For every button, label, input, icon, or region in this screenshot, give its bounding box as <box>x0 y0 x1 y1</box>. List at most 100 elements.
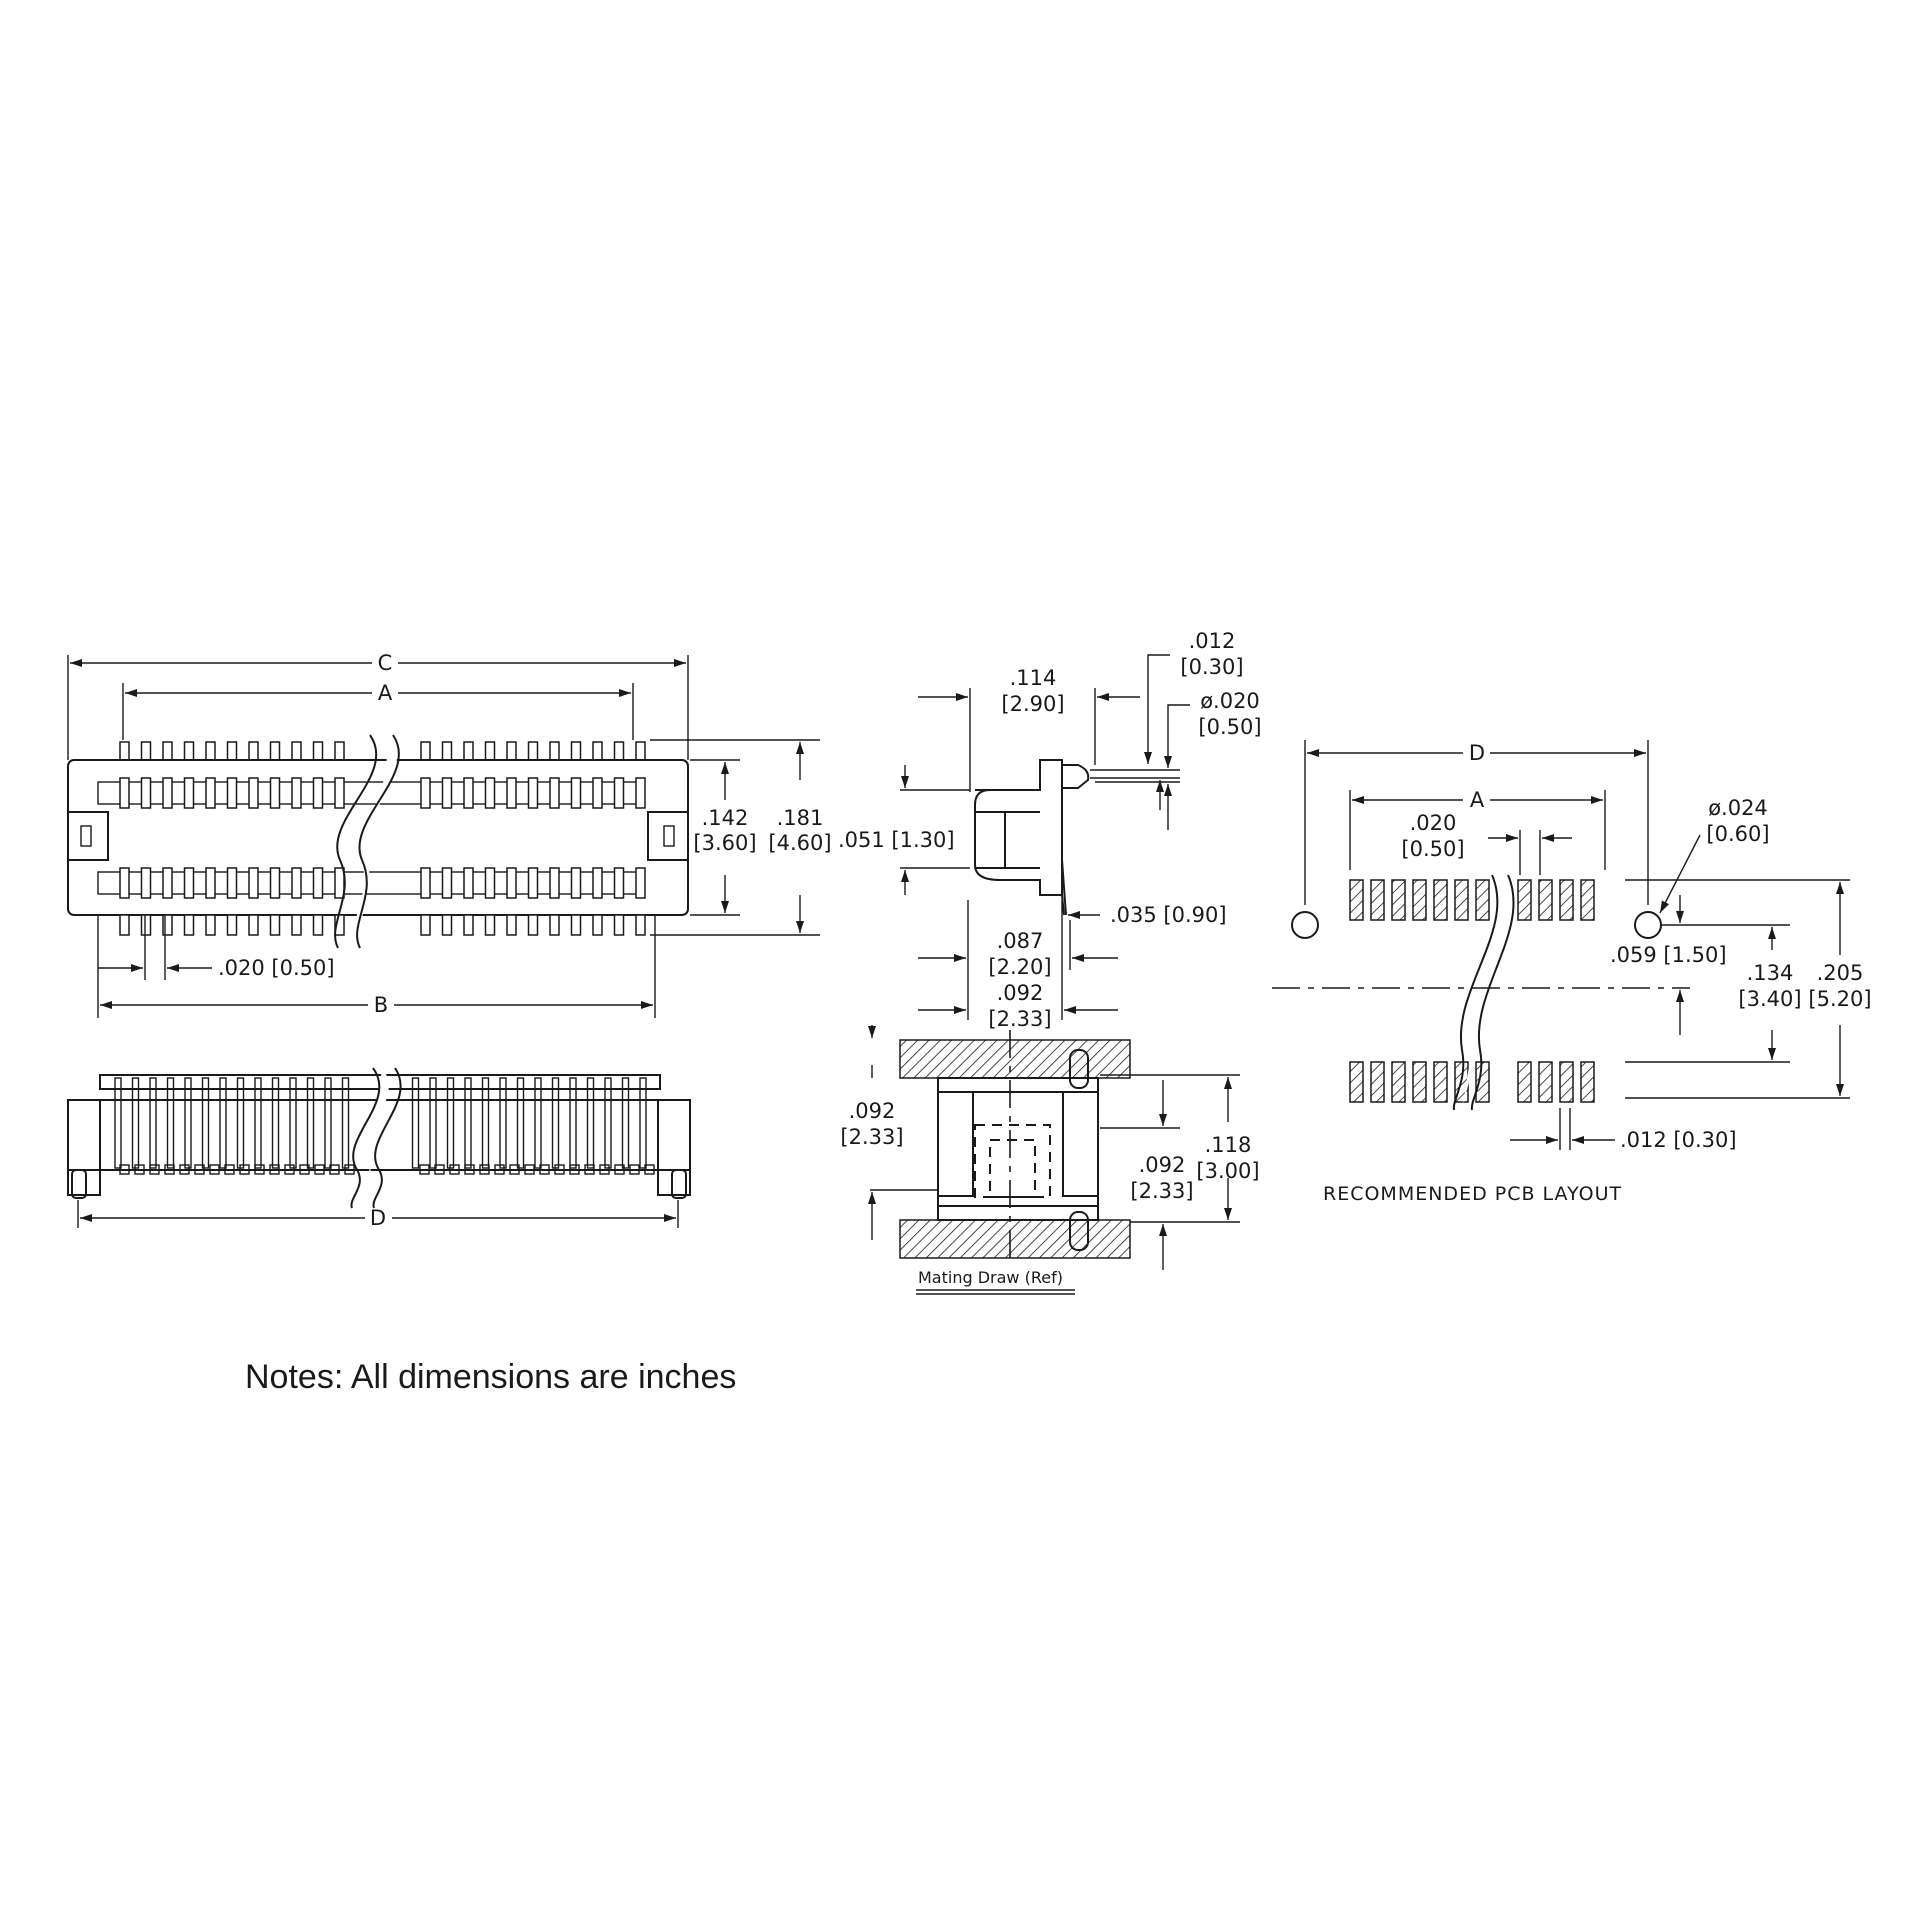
pcb-pad-top <box>1538 879 1553 921</box>
svg-text:B: B <box>374 993 388 1017</box>
side-foot <box>134 1164 145 1175</box>
side-break-line-left <box>350 1067 381 1209</box>
svg-text:[2.33]: [2.33] <box>840 1125 903 1149</box>
pin-outer-top <box>549 741 560 761</box>
dim-035: .035 [0.90] <box>1110 903 1227 927</box>
pcb-pad-top <box>1454 879 1469 921</box>
svg-text:.059 [1.50]: .059 [1.50] <box>1610 943 1727 967</box>
pin-inner-top <box>269 777 281 809</box>
pin-outer-bottom <box>592 914 603 936</box>
pin-outer-top <box>226 741 238 761</box>
pin-inner-bottom <box>613 867 625 899</box>
pin-inner-bottom <box>291 867 302 899</box>
side-foot <box>419 1164 430 1175</box>
side-foot <box>254 1164 265 1175</box>
dim-020-pcb: .020 [0.50] <box>1401 811 1464 861</box>
side-right-peg <box>671 1169 687 1199</box>
notes-text: Notes: All dimensions are inches <box>245 1358 736 1396</box>
side-pin <box>464 1077 472 1169</box>
dim-059: .059 [1.50] <box>1610 943 1727 967</box>
pcb-pad-top <box>1391 879 1406 921</box>
pin-inner-bottom <box>248 867 259 899</box>
lower-peg <box>1069 1211 1089 1251</box>
side-pin <box>446 1077 455 1169</box>
dim-092-section: .092 [2.33] <box>988 981 1051 1031</box>
pcb-pad-top <box>1580 879 1595 921</box>
side-foot <box>584 1164 595 1175</box>
pin-outer-bottom <box>269 914 281 936</box>
dim-c-label: C <box>378 651 393 675</box>
side-foot <box>224 1164 235 1175</box>
pin-inner-bottom <box>269 867 281 899</box>
dim-012-contact: .012 [0.30] <box>1180 629 1243 679</box>
mated-housing <box>937 1091 1099 1207</box>
dim-d-side: D <box>80 1206 676 1230</box>
pcb-pad-bottom <box>1559 1061 1574 1103</box>
side-foot <box>599 1164 610 1175</box>
pin-inner-top <box>205 777 216 809</box>
pcb-break-line-right <box>1470 874 1515 1111</box>
dim-051: .051 [1.30] <box>838 828 955 852</box>
pin-inner-bottom <box>441 867 453 899</box>
upper-board <box>899 1039 1131 1079</box>
pin-inner-bottom <box>635 867 646 899</box>
side-pin <box>499 1077 507 1169</box>
svg-text:[3.60]: [3.60] <box>693 831 756 855</box>
svg-text:[5.20]: [5.20] <box>1808 987 1871 1011</box>
svg-text:.092: .092 <box>1139 1153 1186 1177</box>
pcb-pad-bottom <box>1538 1061 1553 1103</box>
pcb-pads-bottom-row <box>1349 1061 1595 1103</box>
dim-092-mated: .092 [2.33] <box>1130 1153 1193 1203</box>
dim-012-pcb: .012 [0.30] <box>1620 1128 1737 1152</box>
left-latch <box>67 811 109 861</box>
pcb-locating-hole-left <box>1291 911 1319 939</box>
side-pin <box>289 1077 297 1169</box>
side-foot <box>284 1164 295 1175</box>
pin-inner-top <box>463 777 474 809</box>
left-latch-slot <box>80 825 92 847</box>
pin-inner-bottom <box>527 867 539 899</box>
side-pin <box>201 1077 210 1169</box>
side-pin <box>534 1077 542 1169</box>
side-pin <box>149 1077 157 1169</box>
pcb-pad-bottom <box>1412 1061 1427 1103</box>
side-foot <box>314 1164 325 1175</box>
pcb-pad-top <box>1433 879 1448 921</box>
side-pin <box>411 1077 420 1169</box>
svg-text:[3.00]: [3.00] <box>1196 1159 1259 1183</box>
side-pin <box>254 1077 262 1169</box>
svg-text:A: A <box>1470 788 1485 812</box>
pin-inner-top <box>140 777 152 809</box>
side-foot <box>194 1164 205 1175</box>
dim-142: .142 [3.60] <box>693 806 756 855</box>
pcb-pad-bottom <box>1370 1061 1385 1103</box>
side-foot <box>329 1164 340 1175</box>
svg-text:D: D <box>370 1206 386 1230</box>
top-row-outer-pins <box>119 741 646 761</box>
svg-text:.205: .205 <box>1817 961 1864 985</box>
dim-c: C <box>70 651 686 675</box>
side-foot <box>164 1164 175 1175</box>
top-row-inner-pins <box>119 777 646 809</box>
pin-outer-top <box>613 741 625 761</box>
pin-inner-top <box>592 777 603 809</box>
svg-text:.181: .181 <box>777 806 824 830</box>
dim-a-pcb: A <box>1352 788 1603 812</box>
pin-inner-top <box>162 777 173 809</box>
side-foot <box>344 1164 355 1175</box>
dim-phi024: ø.024 [0.60] <box>1706 796 1769 846</box>
side-pin <box>131 1077 140 1169</box>
pcb-pad-top <box>1349 879 1364 921</box>
pin-inner-bottom <box>205 867 216 899</box>
pin-outer-bottom <box>549 914 560 936</box>
pin-outer-bottom <box>613 914 625 936</box>
pin-outer-bottom <box>119 914 130 936</box>
pin-outer-top <box>527 741 539 761</box>
top-view-lower-rail <box>97 871 644 895</box>
side-foot <box>119 1164 130 1175</box>
dim-087: .087 [2.20] <box>988 929 1051 979</box>
side-foot <box>644 1164 655 1175</box>
pcb-break-line-left <box>1452 874 1499 1111</box>
upper-peg <box>1069 1049 1089 1089</box>
